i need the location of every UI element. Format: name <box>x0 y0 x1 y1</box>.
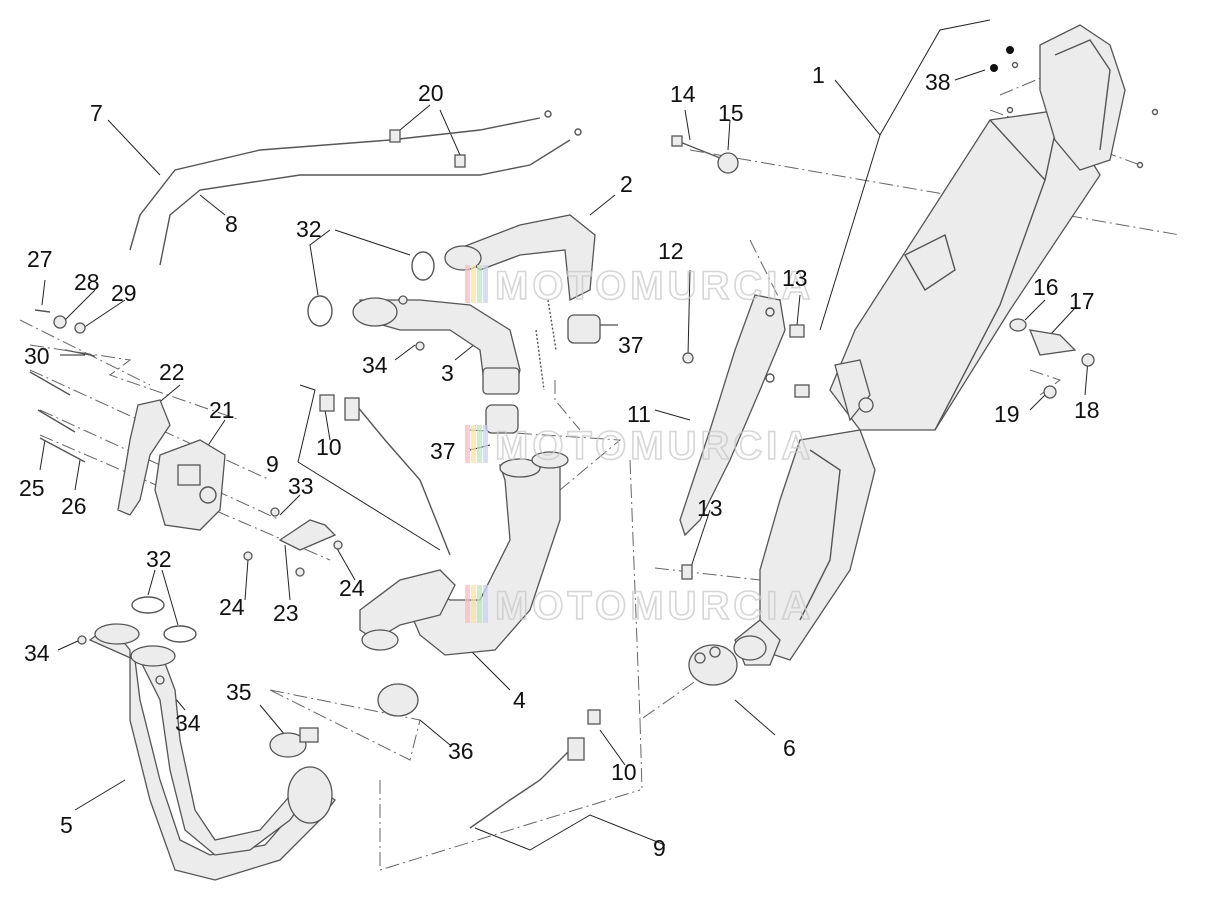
watermark-stripe-4 <box>483 425 488 463</box>
small-brackets <box>681 324 810 580</box>
callout-1: 1 <box>812 62 825 88</box>
watermark-stripe-1 <box>465 425 470 463</box>
watermark-stripe-1 <box>465 265 470 303</box>
callout-26: 26 <box>61 493 87 519</box>
callout-20: 20 <box>418 80 444 106</box>
lambda-sensor-upper <box>319 394 451 556</box>
callout-3: 3 <box>441 360 454 386</box>
callout-34-upper: 34 <box>362 352 388 378</box>
watermark-stripe-4 <box>483 585 488 623</box>
callout-17: 17 <box>1069 288 1095 314</box>
end-cap <box>990 24 1159 171</box>
callout-37-upper: 37 <box>618 332 644 358</box>
springs <box>535 299 557 391</box>
callout-32-lower: 32 <box>146 546 172 572</box>
upper-link-pipe-lower <box>352 297 521 395</box>
callout-30: 30 <box>24 343 50 369</box>
callout-7: 7 <box>90 100 103 126</box>
callout-35: 35 <box>226 679 252 705</box>
gaskets-upper <box>307 251 435 327</box>
callout-9-lower: 9 <box>653 835 666 861</box>
nut-12 <box>682 352 694 364</box>
silencer-fixings <box>1009 318 1095 399</box>
callout-9-upper: 9 <box>266 451 279 477</box>
bolts-left <box>29 295 425 685</box>
watermark-text: MOTOMURCIA <box>495 584 814 628</box>
bolt-damper <box>671 135 739 174</box>
servo-bracket <box>117 399 171 516</box>
callout-33: 33 <box>288 473 314 499</box>
callout-27: 27 <box>27 246 53 272</box>
callout-2: 2 <box>620 171 633 197</box>
callout-24-left: 24 <box>219 594 245 620</box>
callout-8: 8 <box>225 211 238 237</box>
upper-link-pipe <box>444 214 596 302</box>
callout-18: 18 <box>1074 397 1100 423</box>
watermark-text: MOTOMURCIA <box>495 264 814 308</box>
clamp-silencer <box>688 644 738 686</box>
callout-34-right: 34 <box>175 710 201 736</box>
callout-13-lower: 13 <box>697 495 723 521</box>
heat-shield <box>679 294 786 537</box>
servo-motor <box>154 439 226 531</box>
callout-19: 19 <box>994 401 1020 427</box>
callout-12: 12 <box>658 238 684 264</box>
bracket-23 <box>278 519 337 551</box>
callout-34-left: 34 <box>24 640 50 666</box>
callout-5: 5 <box>60 812 73 838</box>
mid-pipe <box>359 451 569 656</box>
watermark-stripe-2 <box>471 425 476 463</box>
callout-37-lower: 37 <box>430 438 456 464</box>
callout-10-upper: 10 <box>316 434 342 460</box>
sleeves <box>485 314 601 434</box>
callout-14: 14 <box>670 81 696 107</box>
silencer <box>733 109 1101 666</box>
watermark-stripe-3 <box>477 585 482 623</box>
clamp-lower <box>269 727 319 758</box>
callout-10-lower: 10 <box>611 759 637 785</box>
callout-6: 6 <box>783 735 796 761</box>
callout-25: 25 <box>19 475 45 501</box>
callout-4: 4 <box>513 687 526 713</box>
valve-cables <box>129 110 582 266</box>
callout-29: 29 <box>111 280 137 306</box>
callout-16: 16 <box>1033 274 1059 300</box>
callout-32-upper: 32 <box>296 216 322 242</box>
watermark-stripe-1 <box>465 585 470 623</box>
gaskets-lower <box>131 596 197 643</box>
callout-13-upper: 13 <box>782 265 808 291</box>
lambda-sensor-lower <box>469 709 601 829</box>
callout-15: 15 <box>718 100 744 126</box>
callout-23: 23 <box>273 600 299 626</box>
watermark-stripe-3 <box>477 265 482 303</box>
callout-labels: 1 2 3 4 5 6 7 8 9 9 10 10 11 12 13 13 14… <box>19 62 1100 861</box>
watermark-stripe-2 <box>471 265 476 303</box>
watermark-stripe-3 <box>477 425 482 463</box>
watermark-stripe-2 <box>471 585 476 623</box>
callout-28: 28 <box>74 269 100 295</box>
sleeve-lower <box>377 683 419 717</box>
callout-11: 11 <box>627 401 651 427</box>
callout-21: 21 <box>209 397 235 423</box>
watermark-text: MOTOMURCIA <box>495 424 814 468</box>
watermark-stripe-4 <box>483 265 488 303</box>
callout-22: 22 <box>159 359 185 385</box>
callout-24-right: 24 <box>339 575 365 601</box>
callout-38: 38 <box>925 69 951 95</box>
exhaust-header <box>88 623 336 881</box>
callout-36: 36 <box>448 738 474 764</box>
watermark: MOTOMURCIA MOTOMURCIA MOTOMURCIA <box>465 263 814 629</box>
